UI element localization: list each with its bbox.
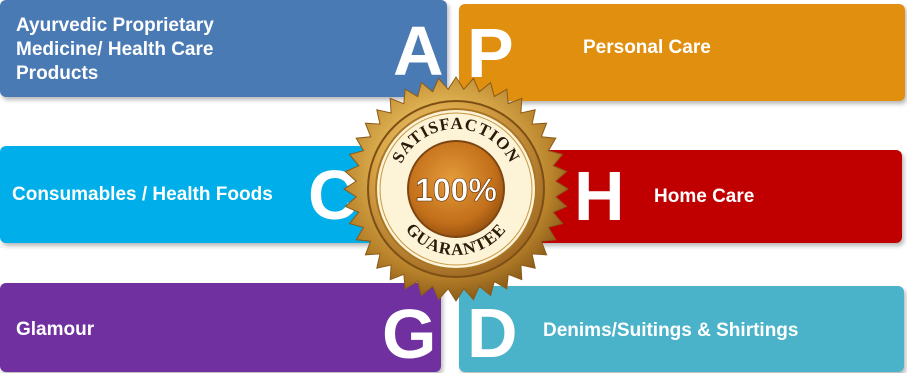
category-tile-ayurvedic[interactable]: Ayurvedic Proprietary Medicine/ Health C… (0, 0, 447, 97)
tile-letter-p: P (467, 14, 514, 92)
tile-letter-a: A (393, 12, 444, 90)
category-tile-denims[interactable]: D Denims/Suitings & Shirtings (459, 286, 904, 372)
tile-label-glamour: Glamour (16, 319, 95, 340)
tile-letter-h: H (574, 157, 625, 235)
tile-label-consumables: Consumables / Health Foods (12, 184, 273, 205)
tile-label-denims: Denims/Suitings & Shirtings (543, 320, 799, 341)
category-tile-personal-care[interactable]: P Personal Care (459, 4, 905, 101)
tile-label-ayurvedic: Ayurvedic Proprietary Medicine/ Health C… (16, 15, 214, 84)
badge-center-text: 100% (415, 172, 497, 208)
tile-letter-d: D (467, 294, 518, 372)
tile-label-personal-care: Personal Care (583, 37, 711, 58)
tile-letter-g: G (382, 295, 436, 373)
satisfaction-guarantee-badge: SATISFACTION GUARANTEE 100% (343, 76, 569, 302)
category-tile-glamour[interactable]: Glamour G (0, 283, 441, 372)
tile-label-home-care: Home Care (654, 186, 755, 207)
